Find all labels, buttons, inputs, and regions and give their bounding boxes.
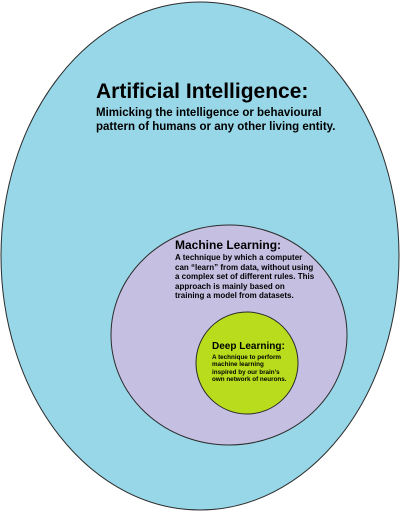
ai-description: Mimicking the intelligence or behavioura… [96,107,336,133]
dl-description: A technique to perform machine learning … [212,354,287,384]
dl-circle [195,311,299,415]
dl-title: Deep Learning: [212,341,285,352]
ai-title: Artificial Intelligence: [96,80,309,103]
ml-description: A technique by which a computer can “lea… [175,253,315,300]
ml-title: Machine Learning: [175,238,282,252]
